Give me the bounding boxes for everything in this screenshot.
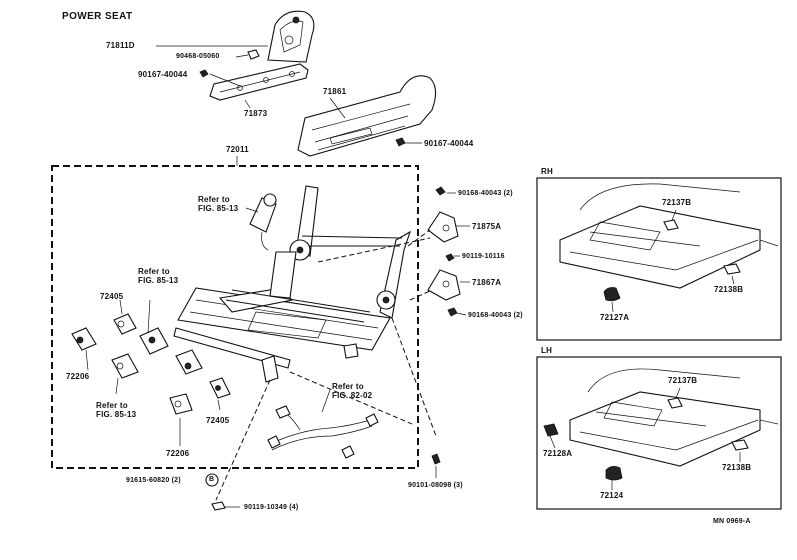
refer-fig-82-02: Refer to FIG. 82-02 [332, 382, 373, 401]
callout-72206-lower: 72206 [166, 449, 190, 458]
callout-90168-40043-top: 90168-40043 (2) [458, 190, 513, 197]
callout-72128A: 72128A [543, 449, 573, 458]
page-title: POWER SEAT [62, 11, 133, 22]
screw-90119-10116 [445, 253, 455, 262]
lh-part-72124 [605, 466, 623, 481]
bolt-90101-08098 [431, 453, 441, 465]
refer-fig-85-13-low: Refer to FIG. 85-13 [96, 401, 137, 420]
motor-72405-upper [113, 313, 137, 335]
bolt-bubble-B [205, 473, 219, 487]
part-71875A [427, 211, 459, 243]
callout-91615-60820: 91615-60820 (2) [126, 477, 181, 484]
callout-71873: 71873 [244, 109, 268, 118]
callout-90119-10116: 90119-10116 [462, 253, 505, 260]
refer-fig-85-13-mid: Refer to FIG. 85-13 [138, 267, 179, 286]
rh-seat-track [559, 183, 779, 289]
callout-72138B-rh: 72138B [714, 285, 744, 294]
lh-part-72128A [543, 423, 559, 437]
assembly-frame-72011 [51, 165, 419, 469]
callout-71861: 71861 [323, 87, 347, 96]
seat-track-frame [173, 185, 411, 383]
callout-72137B-rh: 72137B [662, 198, 692, 207]
callout-90167-40044-upper: 90167-40044 [138, 70, 188, 79]
callout-72206-left: 72206 [66, 372, 90, 381]
part-71867A [427, 269, 461, 301]
motor-mid-center [175, 349, 203, 375]
callout-71811D: 71811D [106, 41, 135, 50]
screw-90167-lower [395, 137, 406, 147]
callout-72124: 72124 [600, 491, 624, 500]
callout-72405-upper: 72405 [100, 292, 124, 301]
panel-rh [536, 177, 782, 341]
recline-motor [249, 193, 277, 251]
callout-72011: 72011 [226, 145, 249, 154]
callout-90468-05060: 90468-05060 [176, 53, 220, 60]
callout-72405-lower: 72405 [206, 416, 230, 425]
lh-seat-track [569, 368, 779, 467]
callout-90119-10349: 90119-10349 (4) [244, 504, 299, 511]
screw-90468 [247, 49, 260, 60]
callout-72127A: 72127A [600, 313, 630, 322]
motor-refer-8513-mid [139, 327, 169, 355]
bolt-90119-10349 [211, 501, 226, 511]
callout-71867A: 71867A [472, 278, 502, 287]
panel-rh-label: RH [541, 167, 553, 176]
part-71811D-cover [267, 10, 315, 63]
motor-72206-lower [169, 393, 193, 415]
screw-90167-upper [199, 69, 209, 78]
panel-lh-label: LH [541, 346, 553, 355]
diagram-code: MN 0969-A [713, 518, 751, 525]
callout-71875A: 71875A [472, 222, 502, 231]
callout-90167-40044-lower: 90167-40044 [424, 139, 474, 148]
wire-harness [267, 405, 379, 459]
rh-part-72127A [603, 287, 621, 302]
callout-90168-40043-bottom: 90168-40043 (2) [468, 312, 523, 319]
part-71861-shield [297, 75, 437, 157]
part-71873-bracket [209, 63, 309, 101]
motor-refer-8513-low [111, 353, 139, 379]
bubble-B-label: B [209, 476, 215, 483]
motor-72405-lower [209, 377, 231, 399]
motor-72206-left [71, 327, 97, 351]
callout-90101-08098: 90101-08098 (3) [408, 482, 463, 489]
callout-72137B-lh: 72137B [668, 376, 698, 385]
panel-lh [536, 356, 782, 510]
screw-90168-bottom [447, 307, 458, 317]
callout-72138B-lh: 72138B [722, 463, 752, 472]
screw-90168-top [435, 186, 446, 196]
refer-fig-85-13-top: Refer to FIG. 85-13 [198, 195, 239, 214]
